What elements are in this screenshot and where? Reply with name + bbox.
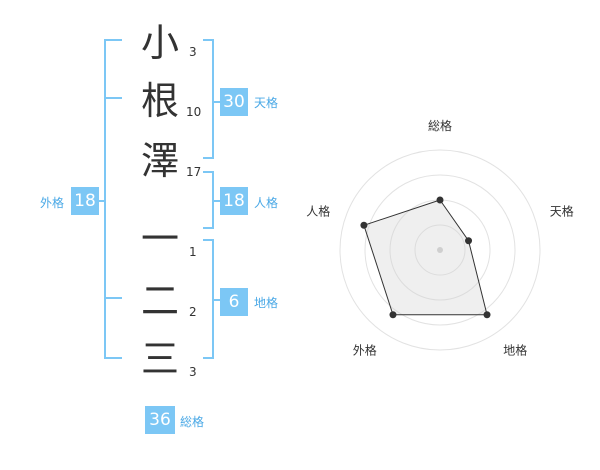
name-char-2: 根 [140,79,179,123]
radar-point-1 [436,196,444,204]
stroke-count-3: 17 [186,165,202,179]
stroke-count-4: 1 [189,245,197,259]
gaikaku-bracket [104,39,122,359]
name-char-6: 三 [140,337,179,381]
tenkaku-label: 天格 [254,96,279,110]
radar-axis-label-3: 地格 [503,342,527,357]
radar-point-2 [465,237,473,245]
radar-ring-1 [414,224,466,276]
radar-ring-3 [364,174,516,326]
name-char-4: 一 [140,217,179,261]
radar-axis-label-2: 天格 [550,204,574,219]
soukaku-label: 総格 [180,415,205,429]
name-char-1: 小 [140,21,179,65]
radar-axis-label-1: 総格 [428,118,452,133]
stroke-count-6: 3 [189,365,197,379]
name-char-3: 澤 [140,139,179,183]
tenkaku-value-box: 30 [220,88,248,116]
radar-point-5 [360,221,368,229]
radar-axis-label-5: 人格 [306,204,330,219]
radar-area [363,199,488,316]
gaikaku-label: 外格 [40,196,65,210]
name-char-5: 二 [140,279,179,323]
radar-center [437,247,443,253]
tenkaku-bracket [203,39,214,159]
radar-axis-label-4: 外格 [353,342,377,357]
stroke-count-1: 3 [189,45,197,59]
radar-point-3 [483,311,491,319]
radar-ring-4 [339,149,541,351]
stroke-count-5: 2 [189,305,197,319]
jinkaku-value-box: 18 [220,187,248,215]
jinkaku-label: 人格 [254,196,279,210]
soukaku-value-box: 36 [145,406,175,434]
gaikaku-value-box: 18 [71,187,99,215]
stroke-count-2: 10 [186,105,202,119]
chikaku-value-box: 6 [220,288,248,316]
chikaku-label: 地格 [254,296,279,310]
radar-point-4 [389,311,397,319]
